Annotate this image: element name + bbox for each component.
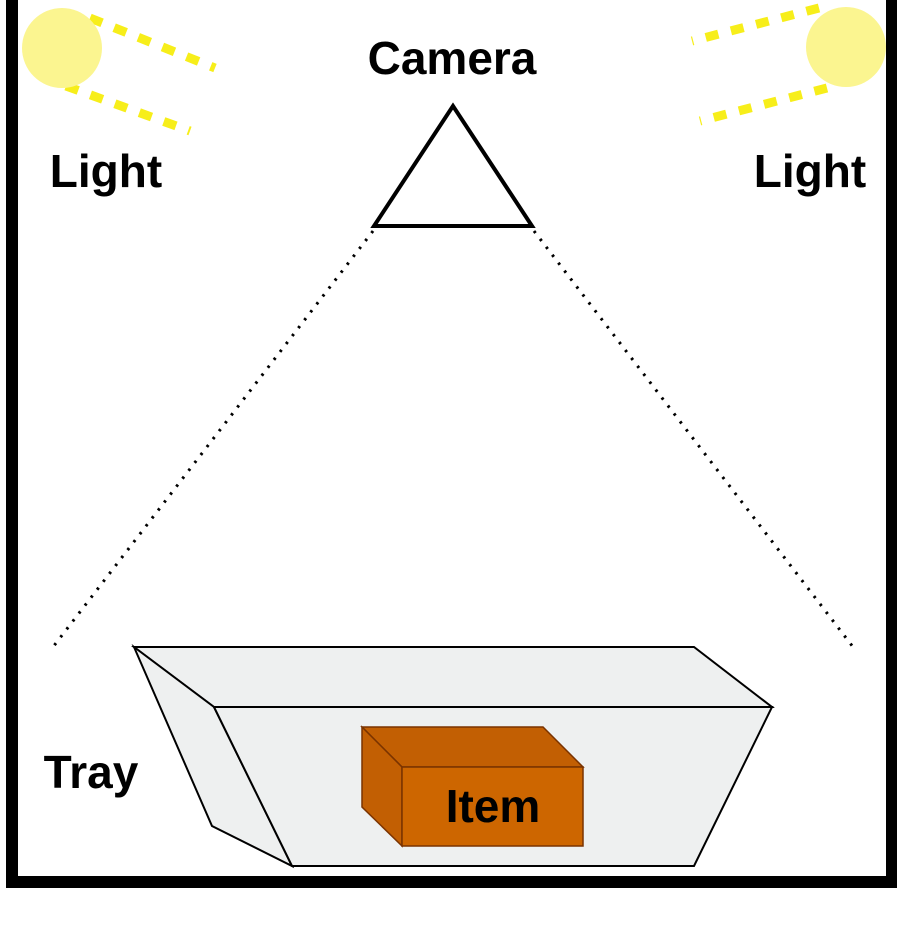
camera-icon xyxy=(370,102,536,228)
right-light-ray-upper xyxy=(690,3,821,46)
item-front-face xyxy=(401,766,584,847)
left-light xyxy=(22,8,217,136)
left-light-label: Light xyxy=(50,145,162,197)
field-of-view-right xyxy=(532,230,855,648)
item-box xyxy=(360,725,585,848)
camera-label: Camera xyxy=(368,32,537,84)
right-light-ray-lower xyxy=(698,83,829,126)
item-label: Item xyxy=(446,780,541,832)
left-light-ray-lower xyxy=(64,81,192,136)
enclosure-frame xyxy=(6,0,897,888)
left-light-ray-upper xyxy=(88,13,217,73)
left-light-bulb xyxy=(22,8,102,88)
right-light-bulb xyxy=(806,7,886,87)
right-light-label: Light xyxy=(754,145,866,197)
right-light xyxy=(690,3,886,126)
field-of-view-left xyxy=(51,230,375,648)
tray-label: Tray xyxy=(44,746,139,798)
tray-top-face xyxy=(131,646,775,708)
